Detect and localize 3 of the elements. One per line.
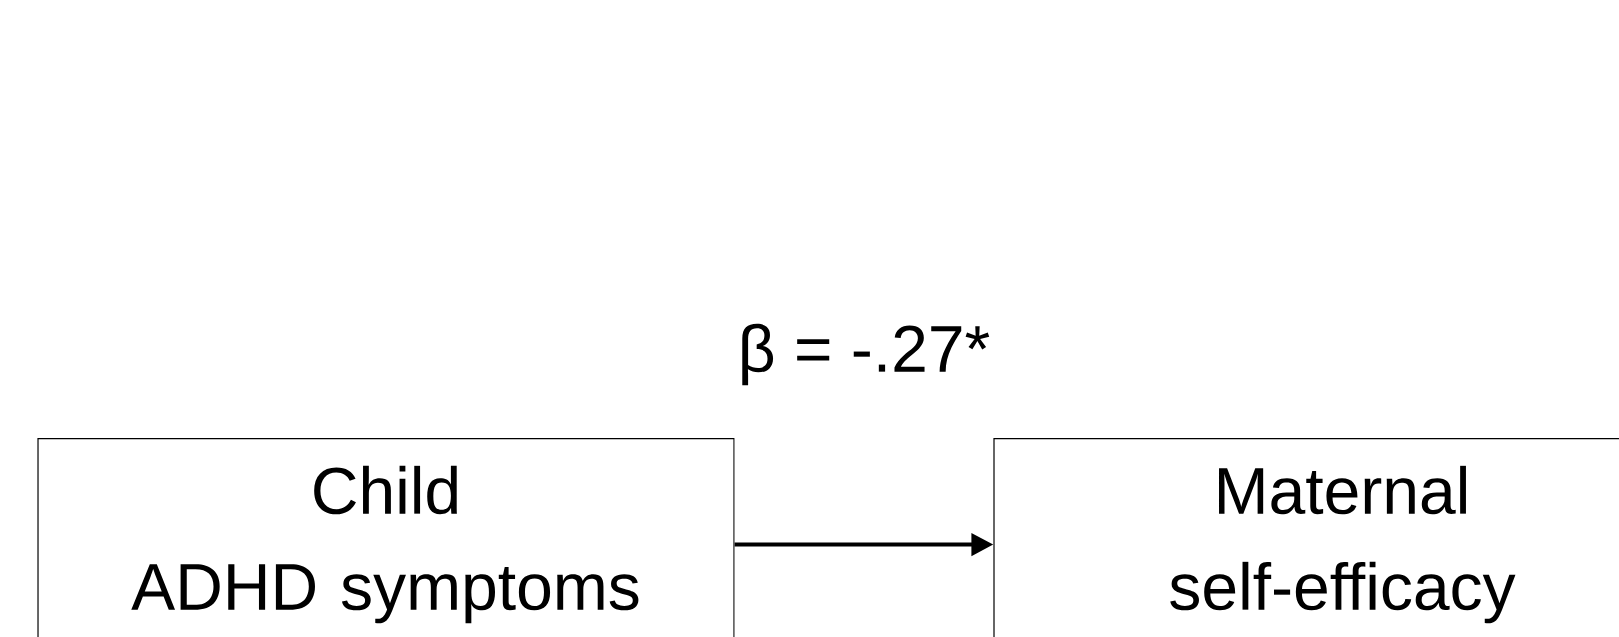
variable-box: Child ADHD symptoms <box>37 438 735 637</box>
edge-label: β = -.27* <box>742 323 990 386</box>
variable-box: Maternal self-efficacy <box>993 438 1619 637</box>
